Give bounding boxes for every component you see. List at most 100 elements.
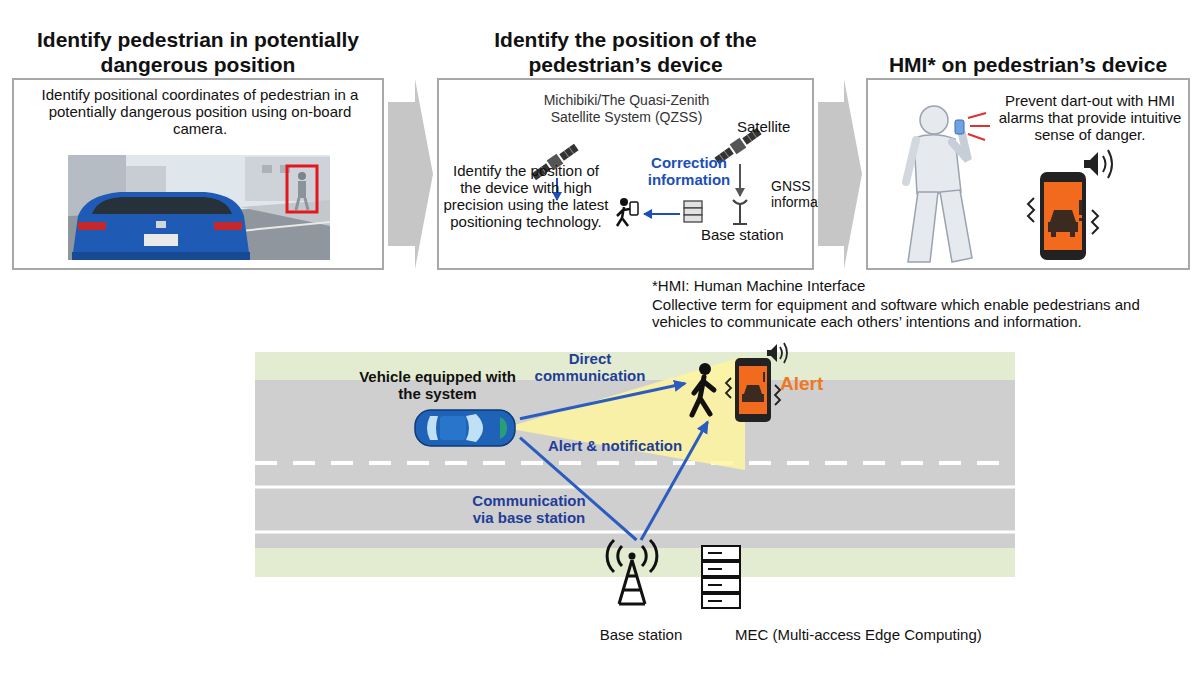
edge-label: Direct communication	[526, 350, 654, 384]
phone-alert-icon	[1084, 152, 1098, 176]
server-icon	[684, 208, 702, 215]
camera-scene	[72, 192, 250, 260]
camera-scene	[144, 234, 178, 246]
gnss-label: GNSS information	[771, 178, 817, 210]
pedestrian-figure	[906, 140, 916, 182]
camera-scene	[214, 222, 242, 230]
panel-body: Identify positional coordinates of pedes…	[24, 86, 376, 137]
vehicle-icon	[500, 417, 507, 439]
phone-alert-icon	[1070, 232, 1075, 237]
process-arrow	[388, 79, 433, 269]
phone-alert-icon	[1048, 210, 1078, 232]
pedestrian-icon	[699, 363, 711, 375]
panel-heading: Identify pedestrian in potentially dange…	[12, 27, 384, 77]
vehicle-node: Vehicle equipped with the system	[355, 368, 520, 450]
server-icon	[684, 201, 702, 208]
phone-alert-icon	[1079, 218, 1082, 221]
callout-label: Alert & notification	[548, 437, 682, 455]
vehicle-icon	[466, 414, 483, 442]
alert-label: Alert	[780, 372, 823, 395]
server-icon	[684, 201, 702, 222]
antenna-tower-icon	[629, 553, 636, 560]
phone-alert-icon	[726, 343, 787, 422]
phone-alert-icon	[780, 343, 787, 363]
antenna-tower-icon	[619, 560, 645, 604]
footnote-title: *HMI: Human Machine Interface	[652, 277, 865, 295]
step-panel: HMI* on pedestrian’s devicePrevent dart-…	[866, 78, 1190, 270]
phone-alert-icon	[726, 378, 780, 405]
phone-alert-icon	[767, 344, 777, 362]
step-panel: Identify pedestrian in potentially dange…	[12, 78, 384, 270]
base-station-label: Base station	[596, 626, 686, 644]
person-with-phone-icon	[630, 202, 638, 215]
person-with-phone-icon	[617, 207, 630, 226]
person-with-phone-icon	[620, 198, 628, 206]
camera-scene	[262, 165, 272, 173]
vehicle-icon	[415, 410, 515, 446]
base-station-node: Base station	[596, 540, 686, 648]
pedestrian-figure	[940, 190, 972, 262]
vehicle-icon	[427, 416, 438, 440]
satellite-icon	[559, 144, 578, 161]
vehicle-icon	[415, 410, 515, 446]
panel-heading: Identify the position of the pedestrian’…	[437, 27, 814, 77]
server-icon	[708, 553, 722, 601]
pedestrian-figure	[952, 134, 968, 160]
correction-label: Correction information	[637, 154, 741, 188]
person-with-phone-icon	[617, 198, 638, 226]
antenna-tower-icon	[607, 540, 657, 604]
pedestrian-figure	[908, 192, 938, 262]
vehicle-icon	[440, 416, 466, 440]
phone-alert-icon	[742, 385, 764, 402]
pedestrian-icon	[692, 377, 714, 415]
pedestrian-figure	[906, 106, 990, 262]
panel-heading: HMI* on pedestrian’s device	[878, 52, 1178, 77]
panel-body: Prevent dart-out with HMI alarms that pr…	[994, 92, 1186, 143]
pedestrian-node: Alert	[685, 352, 835, 422]
satellite-label: Satellite	[737, 118, 790, 136]
camera-scene	[296, 198, 308, 210]
server-icon	[684, 215, 702, 222]
phone-alert-icon	[1103, 150, 1112, 178]
footnote-text: Collective term for equipment and softwa…	[652, 296, 1167, 330]
antenna-tower-icon	[607, 540, 657, 572]
phone-alert-icon	[1079, 200, 1082, 215]
camera-scene	[68, 155, 330, 260]
system-name: Michibiki/The Quasi-Zenith Satellite Sys…	[519, 92, 734, 126]
camera-scene	[287, 166, 317, 212]
phone-alert-icon	[1040, 172, 1086, 260]
signal-arrow	[644, 213, 680, 215]
edge-label: Communication via base station	[464, 492, 594, 526]
base-station-label: Base station	[701, 226, 784, 244]
signal-arrow	[739, 164, 741, 196]
camera-scene	[68, 155, 330, 260]
phone-alert-icon	[1051, 232, 1056, 237]
phone-alert-icon	[763, 372, 765, 382]
road-scene	[255, 486, 1015, 489]
panel-body: Identify the position of the device with…	[443, 162, 609, 230]
road-scene	[255, 352, 1015, 577]
pedestrian-icon	[692, 363, 714, 415]
pedestrian-figure	[968, 113, 990, 140]
antenna-icon	[733, 204, 747, 224]
camera-scene	[78, 222, 106, 230]
road-scene	[255, 461, 1015, 465]
phone-alert-icon	[1028, 150, 1112, 260]
antenna-icon	[733, 200, 747, 204]
vehicle-label: Vehicle equipped with the system	[355, 368, 520, 402]
step-panel: Identify the position of the pedestrian’…	[437, 78, 814, 270]
camera-scene	[298, 181, 306, 198]
pedestrian-figure	[920, 106, 948, 134]
road-scene	[255, 531, 1015, 534]
phone-alert-icon	[1044, 182, 1082, 250]
camera-scene	[156, 221, 166, 228]
process-arrow	[818, 79, 862, 269]
antenna-icon	[733, 200, 747, 224]
mec-node: MEC (Multi-access Edge Computing)	[700, 540, 1000, 648]
phone-alert-icon	[1028, 198, 1098, 234]
communication-link	[520, 384, 685, 419]
camera-scene	[92, 197, 232, 214]
